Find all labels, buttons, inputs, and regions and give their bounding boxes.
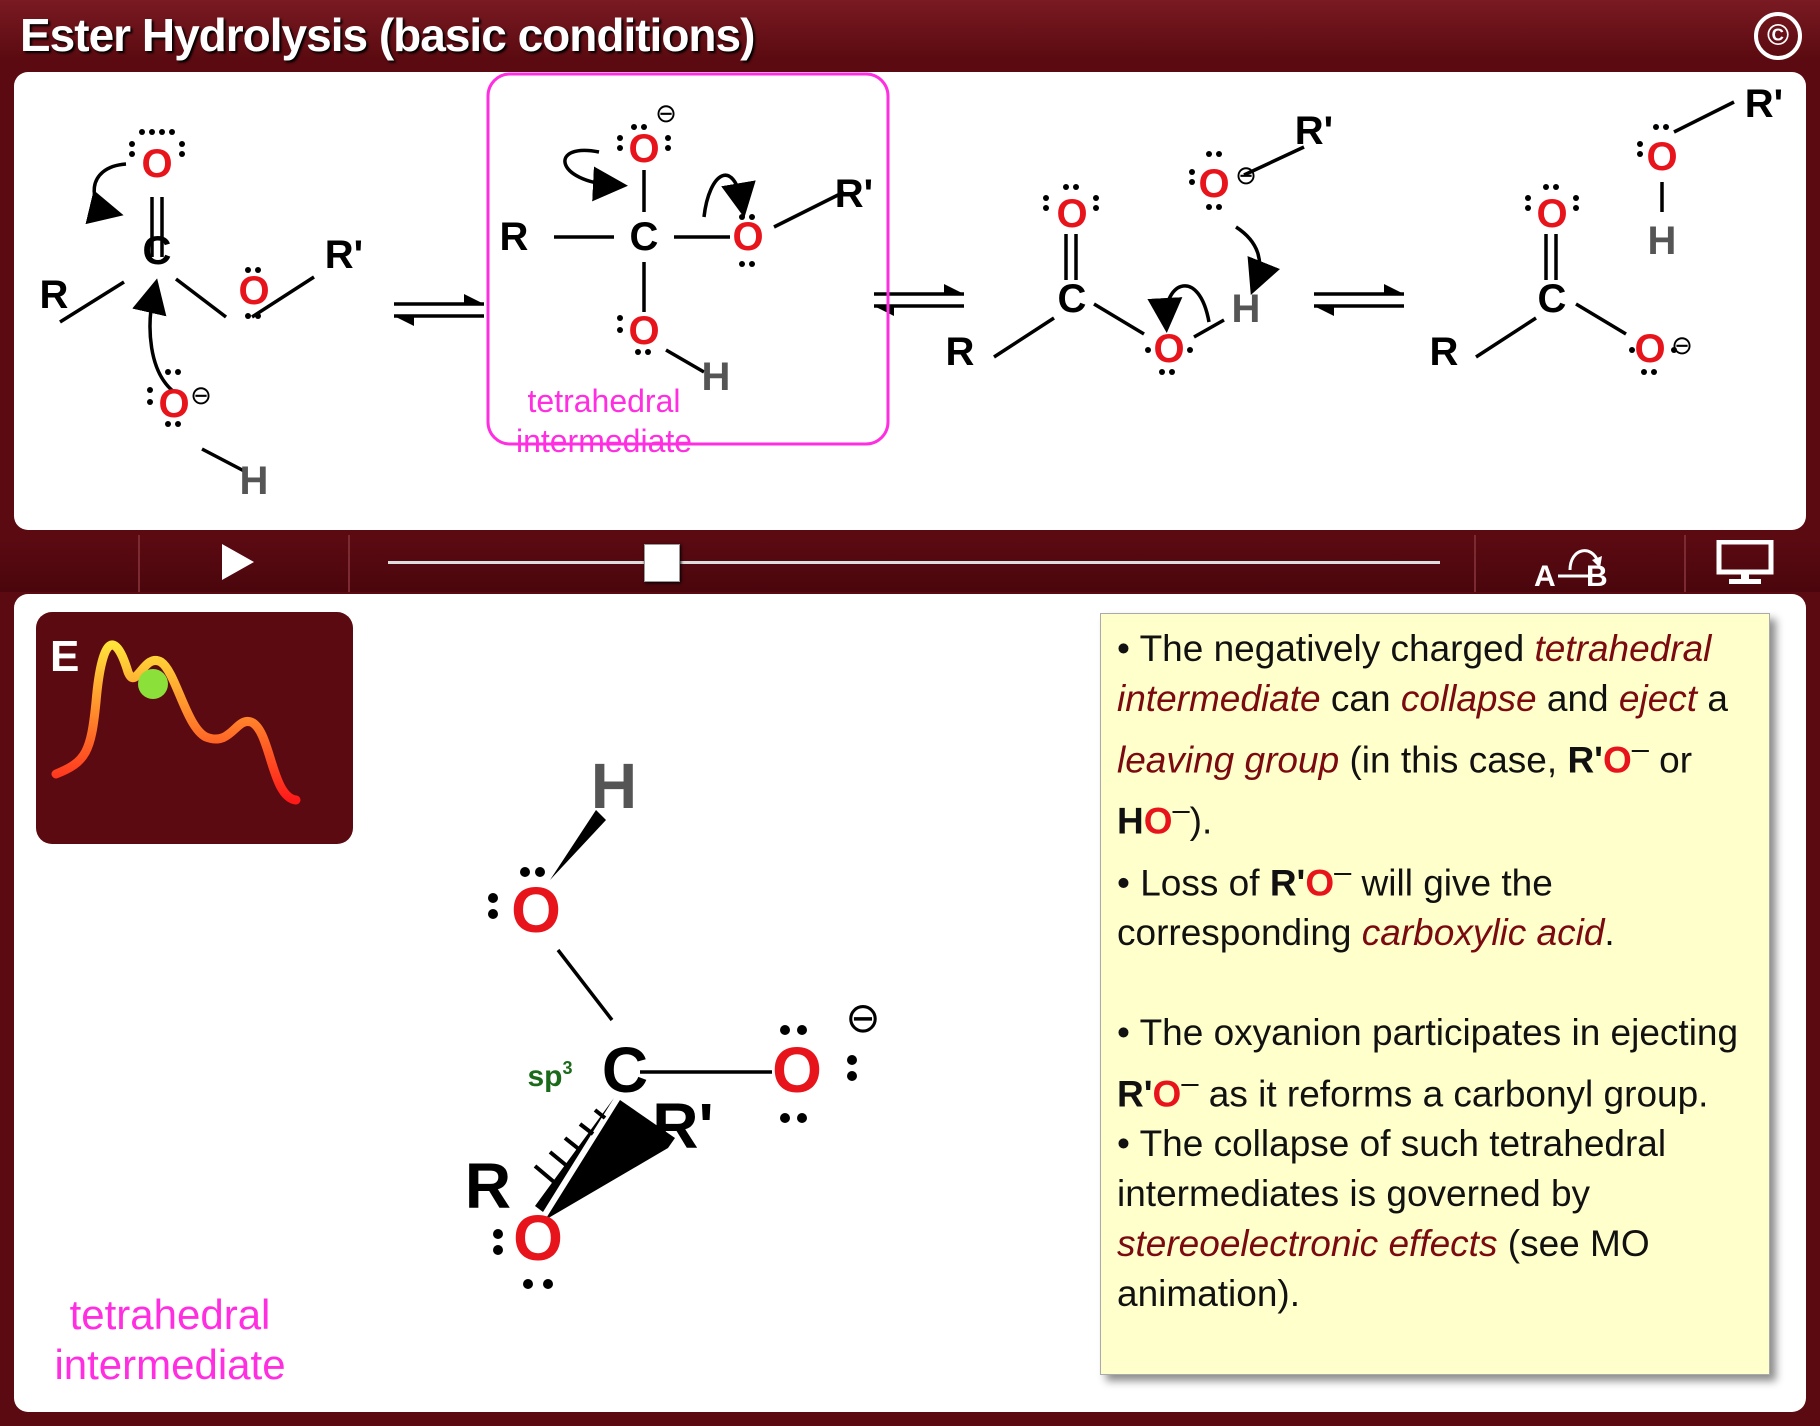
svg-text:A: A — [1534, 560, 1556, 590]
tetrahedral-intermediate-3d-model: H O C O R' R O sp3 ⊖ — [465, 750, 881, 1289]
model-caption: tetrahedral intermediate — [54, 1291, 286, 1388]
monitor-icon[interactable] — [1715, 540, 1775, 585]
svg-text:O: O — [1056, 192, 1087, 236]
svg-text:R': R' — [325, 233, 363, 277]
svg-text:C: C — [1058, 277, 1087, 321]
svg-text:B: B — [1586, 560, 1608, 590]
svg-text:C: C — [1538, 277, 1567, 321]
svg-text:C: C — [143, 229, 172, 273]
svg-text:⊖: ⊖ — [190, 380, 212, 410]
svg-text:H: H — [1232, 287, 1261, 331]
svg-text:O: O — [1198, 162, 1229, 206]
play-icon[interactable] — [218, 542, 258, 582]
copyright-icon[interactable]: © — [1754, 12, 1802, 60]
note-paragraph-4: • The collapse of such tetrahedral inter… — [1117, 1123, 1667, 1315]
energy-axis-label: E — [50, 632, 80, 681]
svg-text:⊖: ⊖ — [1235, 160, 1257, 190]
svg-text:R': R' — [652, 1090, 713, 1162]
page-title: Ester Hydrolysis (basic conditions) — [20, 9, 755, 61]
energy-diagram-icon — [51, 640, 301, 805]
reaction-scheme: R C O O R' O H R C O O R' O H R C O O H … — [40, 72, 1783, 503]
svg-text:O: O — [628, 309, 659, 353]
svg-text:H: H — [702, 355, 731, 399]
svg-text:H: H — [591, 750, 637, 822]
svg-text:O: O — [158, 382, 189, 426]
svg-text:C: C — [630, 215, 659, 259]
svg-text:O: O — [238, 269, 269, 313]
svg-text:R: R — [1430, 330, 1459, 374]
svg-text:H: H — [240, 459, 269, 503]
hybridization-label: sp3 — [527, 1058, 572, 1093]
note-paragraph-1: • The negatively charged tetrahedral int… — [1117, 628, 1728, 842]
svg-text:H: H — [1648, 219, 1677, 263]
reaction-scheme-panel: R C O O R' O H R C O O R' O H R C O O H … — [14, 72, 1806, 530]
svg-text:O: O — [772, 1034, 822, 1106]
svg-text:O: O — [1536, 192, 1567, 236]
svg-text:C: C — [602, 1034, 648, 1106]
svg-text:O: O — [732, 215, 763, 259]
title-bar: Ester Hydrolysis (basic conditions) © — [0, 0, 1820, 70]
svg-text:R': R' — [835, 172, 873, 216]
energy-diagram-thumbnail[interactable] — [36, 612, 353, 844]
svg-text:O: O — [511, 874, 561, 946]
highlight-label-line2: intermediate — [516, 423, 692, 459]
ab-toggle-icon[interactable]: A B — [1530, 540, 1625, 590]
svg-text:R: R — [500, 215, 529, 259]
svg-text:⊖: ⊖ — [655, 98, 677, 128]
explanation-note: • The negatively charged tetrahedral int… — [1100, 613, 1770, 1375]
svg-text:O: O — [628, 127, 659, 171]
svg-text:R': R' — [1295, 109, 1333, 153]
svg-text:O: O — [1153, 327, 1184, 371]
timeline-slider-track[interactable] — [388, 561, 1440, 564]
svg-text:⊖: ⊖ — [845, 994, 880, 1041]
highlight-label-line1: tetrahedral — [528, 383, 681, 419]
note-paragraph-3: • The oxyanion participates in ejecting … — [1117, 1011, 1739, 1115]
svg-text:O: O — [1646, 135, 1677, 179]
tetrahedral-intermediate-highlight — [486, 72, 890, 446]
note-paragraph-2: • Loss of R'O– will give the correspondi… — [1117, 853, 1615, 953]
svg-text:O: O — [1634, 327, 1665, 371]
svg-text:R': R' — [1745, 82, 1783, 126]
svg-text:R: R — [40, 273, 69, 317]
svg-text:⊖: ⊖ — [1671, 330, 1693, 360]
svg-text:R: R — [465, 1150, 511, 1222]
svg-text:O: O — [513, 1202, 563, 1274]
timeline-slider-thumb[interactable] — [643, 544, 680, 582]
svg-text:O: O — [141, 142, 172, 186]
svg-text:R: R — [946, 330, 975, 374]
